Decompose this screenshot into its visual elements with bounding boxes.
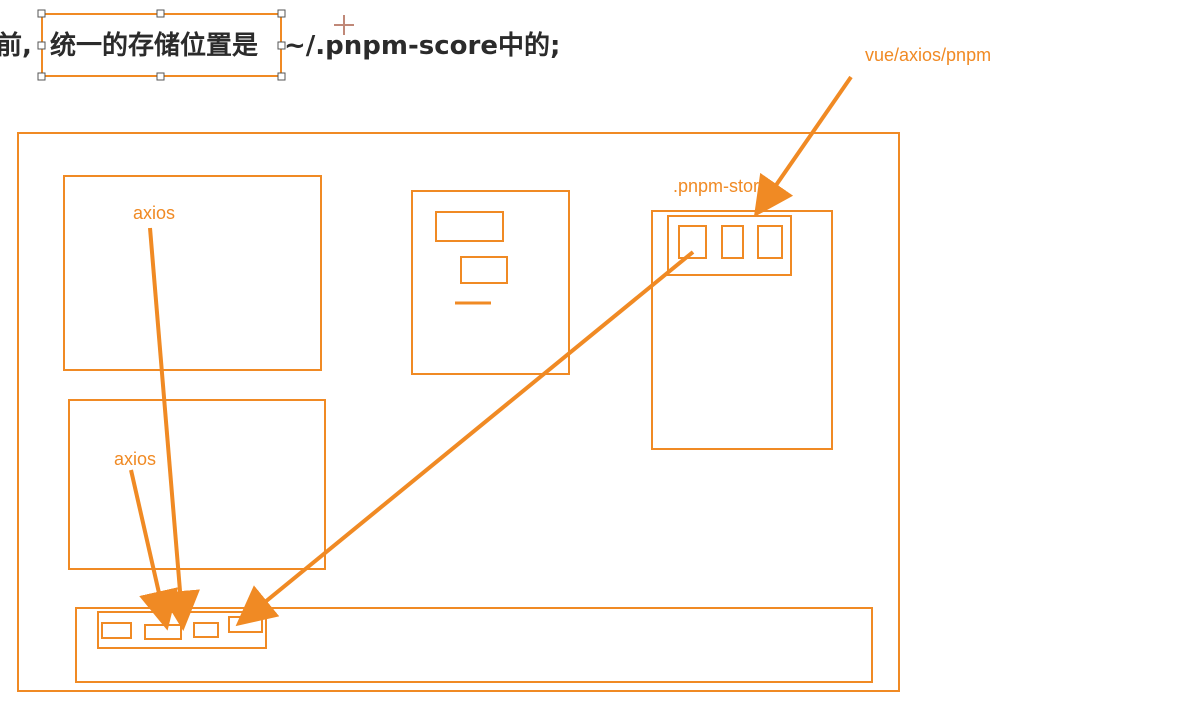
bottom-package-3 — [193, 622, 219, 638]
arrow-packages-to-store — [753, 75, 853, 218]
project-box-upper — [63, 175, 322, 371]
middle-inner-rect-2 — [460, 256, 508, 284]
store-package-3 — [757, 225, 783, 259]
middle-box — [411, 190, 570, 375]
arrow-upper-axios — [148, 227, 200, 631]
bottom-package-1 — [101, 622, 132, 639]
axios-label-upper: axios — [133, 203, 175, 223]
bottom-bar-box — [75, 607, 873, 683]
heading-suffix: ~/.pnpm-score中的; — [284, 30, 560, 61]
bottom-package-2 — [144, 624, 182, 640]
store-package-group — [667, 215, 792, 276]
store-label: .pnpm-store — [673, 176, 769, 196]
resize-handle-bottom-center[interactable] — [156, 72, 165, 81]
text-selection-frame[interactable] — [37, 9, 286, 81]
arrow-lower-axios — [129, 469, 179, 631]
resize-handle-bottom-right[interactable] — [277, 72, 286, 81]
store-box — [651, 210, 833, 450]
project-box-lower — [68, 399, 326, 570]
resize-handle-mid-right[interactable] — [277, 41, 286, 50]
arrow-store-to-bottom — [235, 250, 695, 627]
outer-container-box — [17, 132, 900, 692]
heading-selected-text: 统一的存储位置是 — [50, 30, 258, 61]
middle-inner-rect-1 — [435, 211, 504, 242]
bottom-package-4 — [228, 616, 263, 633]
crosshair-cursor-icon — [334, 15, 354, 35]
resize-handle-bottom-left[interactable] — [37, 72, 46, 81]
resize-handle-mid-left[interactable] — [37, 41, 46, 50]
packages-label: vue/axios/pnpm — [865, 45, 991, 65]
resize-handle-top-left[interactable] — [37, 9, 46, 18]
axios-label-lower: axios — [114, 449, 156, 469]
store-package-1 — [678, 225, 707, 259]
heading-prefix: 前, — [0, 30, 32, 61]
store-package-2 — [721, 225, 744, 259]
resize-handle-top-center[interactable] — [156, 9, 165, 18]
resize-handle-top-right[interactable] — [277, 9, 286, 18]
